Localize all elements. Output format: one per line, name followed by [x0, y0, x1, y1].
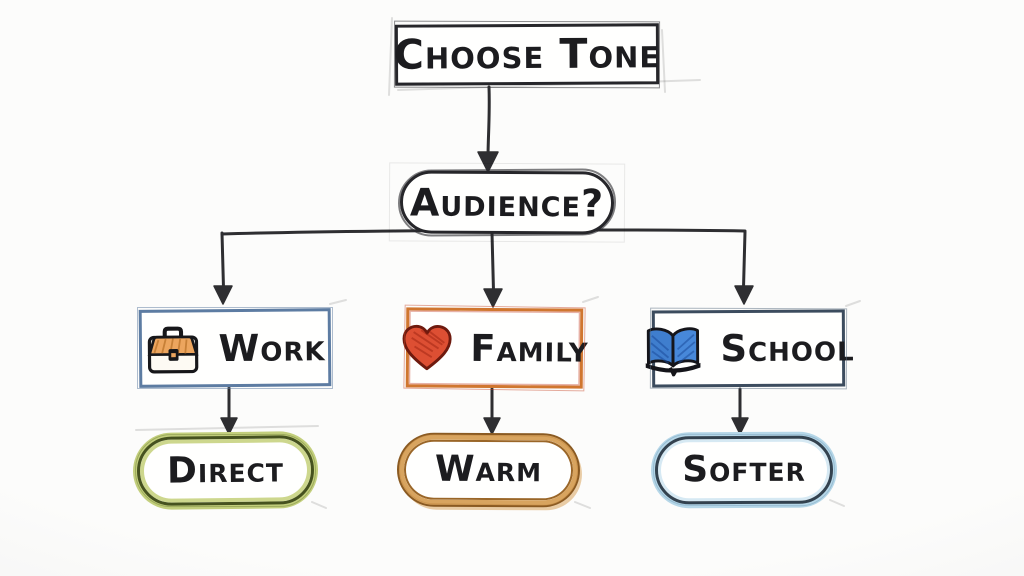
school-label: School — [720, 326, 855, 371]
work-category-node: Work — [138, 308, 332, 388]
warm-tone-node: Warm — [398, 434, 579, 506]
school-category-node: School — [646, 309, 855, 388]
choose-tone-label: Choose Tone — [393, 29, 661, 79]
direct-tone-node: Direct — [136, 435, 315, 506]
softer-label: Softer — [682, 448, 806, 491]
choose-tone-node: Choose Tone — [393, 23, 661, 86]
briefcase-icon — [148, 326, 199, 373]
direct-label: Direct — [166, 448, 285, 492]
audience-decision-node: Audience? — [399, 170, 615, 235]
family-category-node: Family — [402, 307, 589, 389]
family-label: Family — [470, 326, 589, 371]
audience-label: Audience? — [409, 179, 605, 226]
book-icon — [646, 326, 701, 377]
warm-label: Warm — [434, 448, 543, 491]
work-label: Work — [218, 325, 326, 370]
softer-tone-node: Softer — [654, 435, 834, 505]
heart-icon — [402, 324, 452, 371]
